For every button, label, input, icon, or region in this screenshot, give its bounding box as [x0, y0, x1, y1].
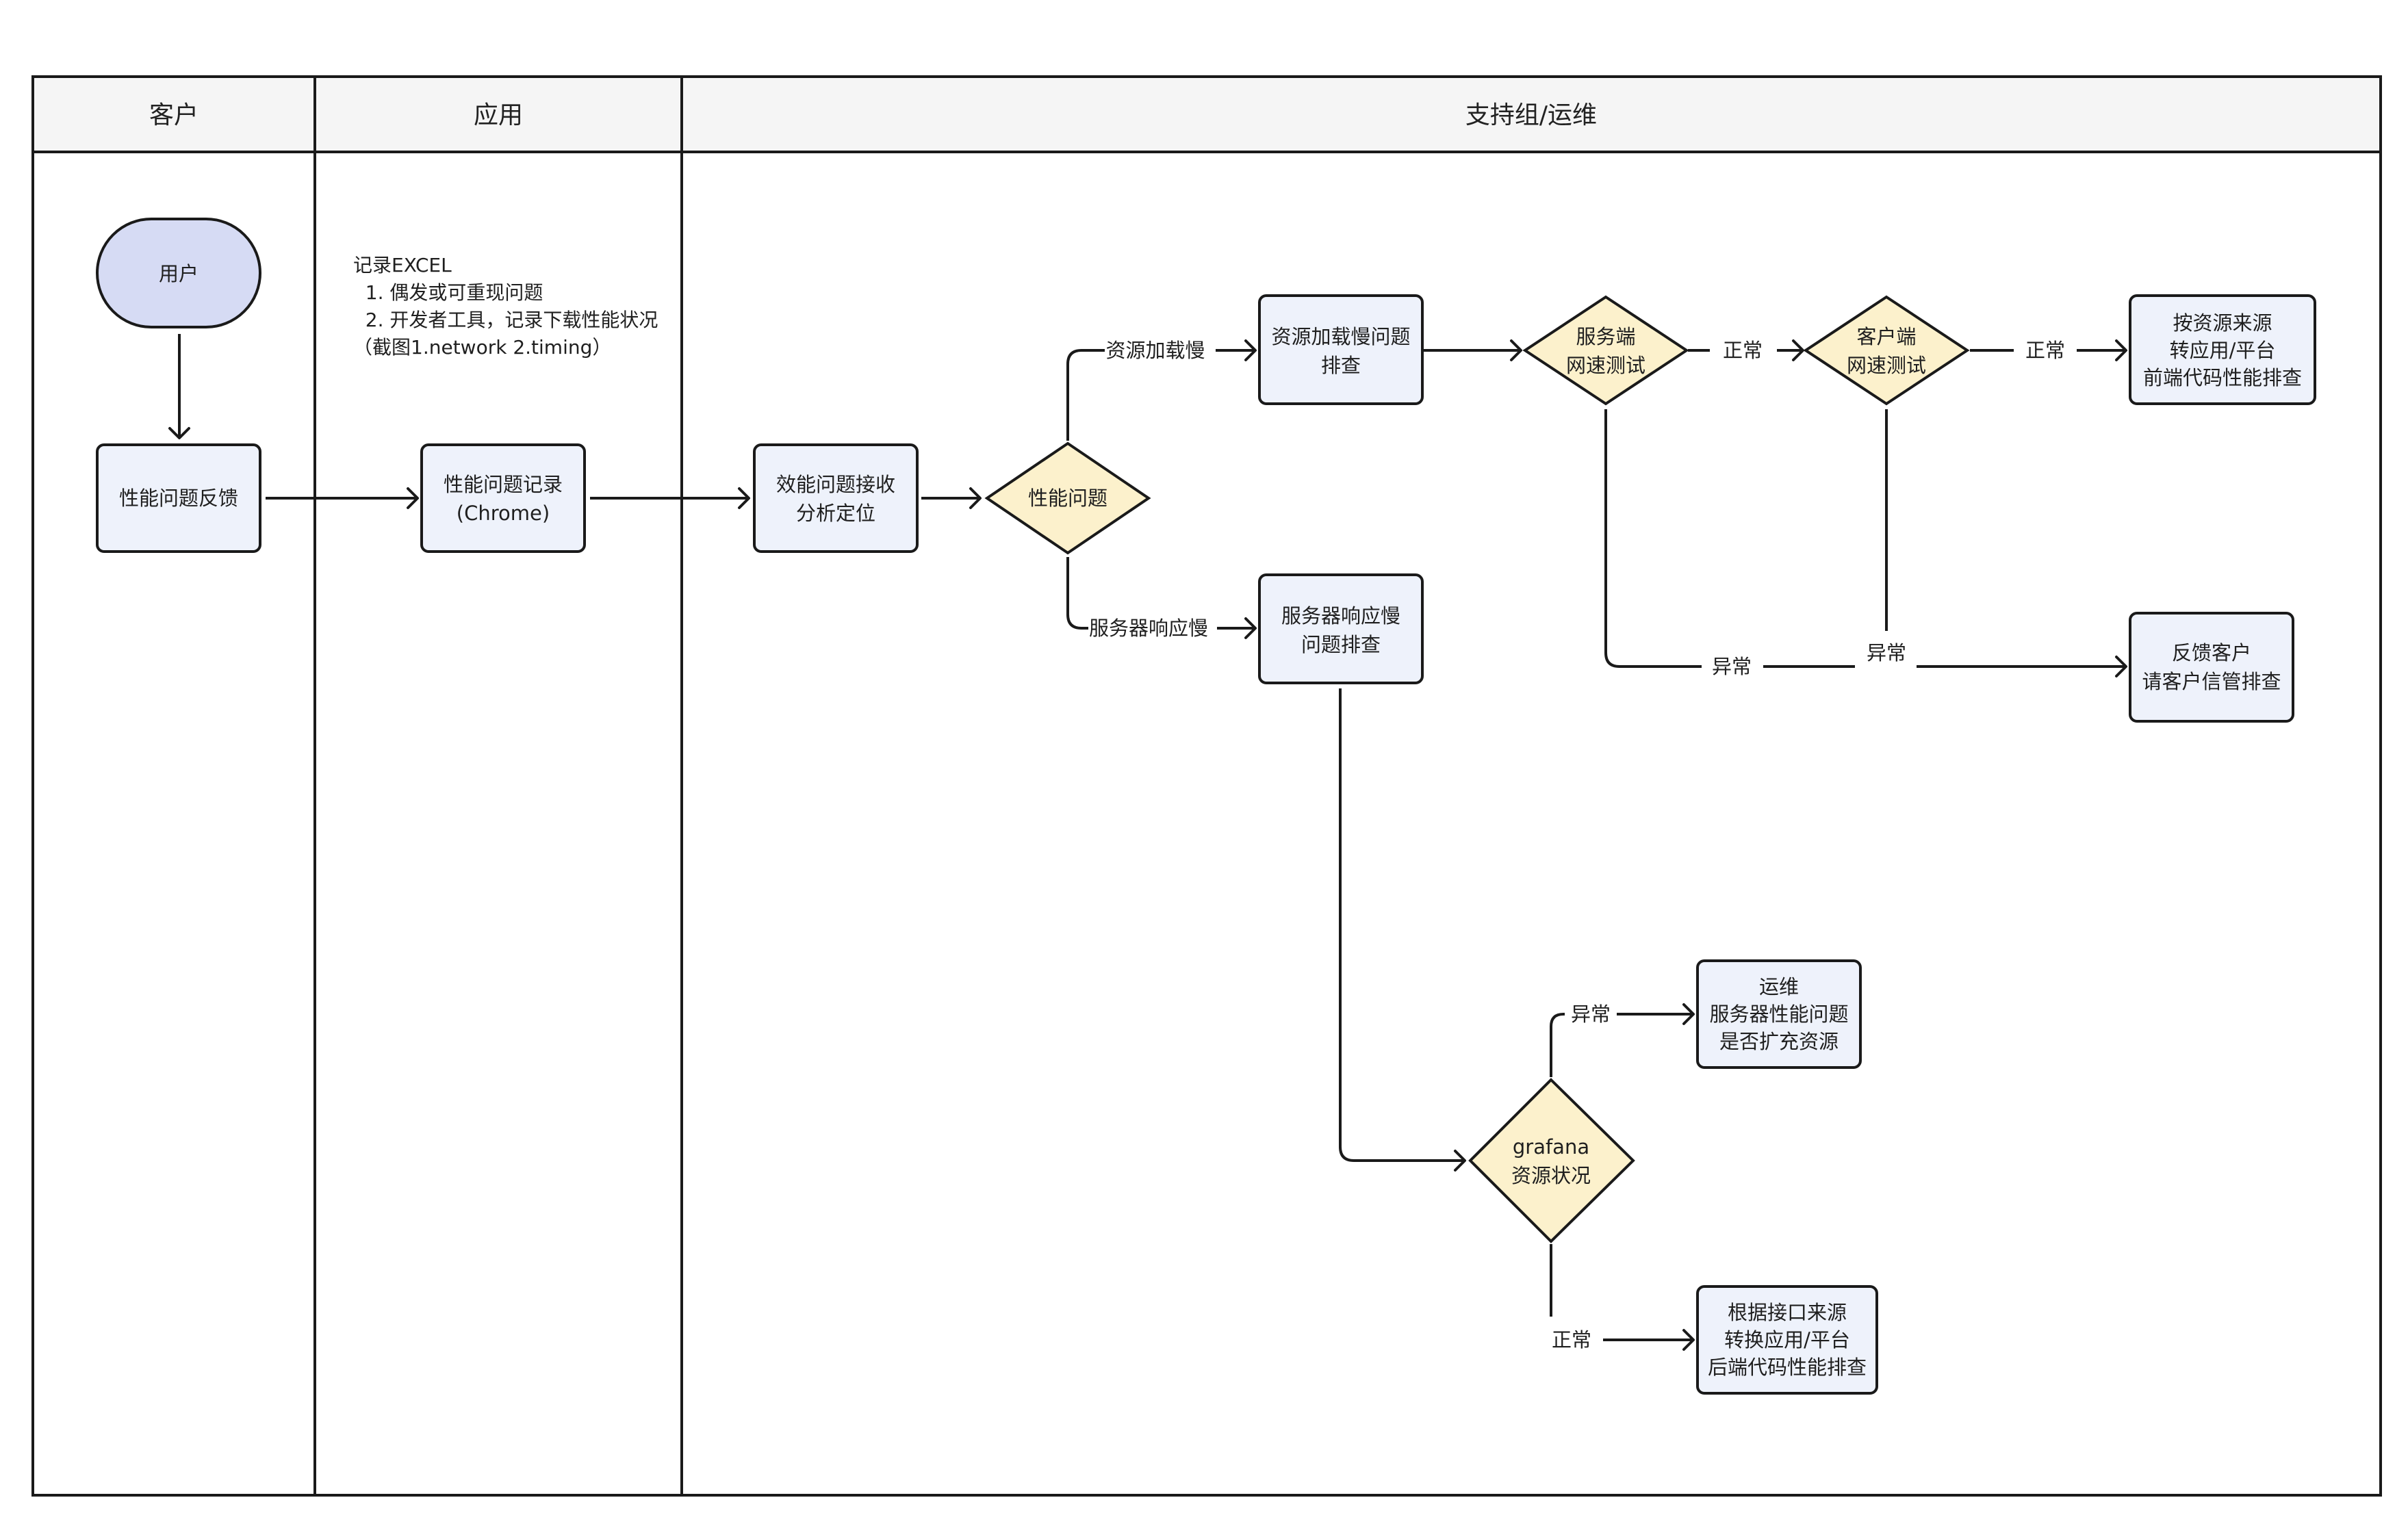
node-by-api-source: 根据接口来源 转换应用/平台 后端代码性能排查 — [1696, 1285, 1878, 1395]
node-server-speed-decision: 服务端 网速测试 — [1522, 295, 1689, 406]
node-label: grafana — [1513, 1135, 1589, 1159]
node-by-resource-source: 按资源来源 转应用/平台 前端代码性能排查 — [2129, 294, 2316, 405]
node-server-slow-check: 服务器响应慢 问题排查 — [1258, 573, 1424, 684]
node-label: (Chrome) — [457, 502, 550, 525]
edge-labels: 资源加载慢 服务器响应慢 正常 正常 异常 异常 异常 正常 — [1089, 339, 2065, 1352]
edge-label-normal: 正常 — [2025, 339, 2065, 362]
node-perf-record: 性能问题记录 (Chrome) — [420, 443, 586, 553]
node-user: 用户 — [96, 218, 261, 328]
lane-title-support: 支持组/运维 — [1465, 101, 1597, 129]
arrowhead — [2115, 656, 2127, 677]
node-client-speed-decision: 客户端 网速测试 — [1803, 295, 1970, 406]
node-perf-issue-decision: 性能问题 — [984, 441, 1151, 555]
node-feedback-customer: 反馈客户 请客户信管排查 — [2129, 612, 2294, 723]
node-label: 性能问题 — [1028, 487, 1107, 510]
arrowhead — [168, 427, 190, 439]
node-grafana-decision: grafana 资源状况 — [1468, 1078, 1635, 1243]
note-line: 2. 开发者工具，记录下载性能状况 — [353, 309, 658, 331]
note-line: （截图1.network 2.timing） — [353, 336, 611, 359]
node-label: 问题排查 — [1301, 633, 1381, 656]
node-label: 是否扩充资源 — [1719, 1030, 1839, 1053]
node-receive-analyze: 效能问题接收 分析定位 — [753, 443, 919, 553]
note-line: 1. 偶发或可重现问题 — [353, 281, 543, 304]
swimlane-frame — [31, 75, 2382, 1497]
node-ops-server: 运维 服务器性能问题 是否扩充资源 — [1696, 959, 1862, 1069]
arrowhead — [1244, 617, 1257, 639]
node-label: 网速测试 — [1566, 354, 1645, 377]
arrowhead — [2115, 339, 2127, 361]
arrowhead — [1682, 1329, 1695, 1351]
edges — [168, 334, 2127, 1351]
node-label: 资源状况 — [1511, 1164, 1591, 1187]
edge-server-speed-abnormal — [1604, 409, 1702, 668]
node-resource-slow-check: 资源加载慢问题 排查 — [1258, 294, 1424, 405]
node-label: 性能问题反馈 — [119, 487, 238, 510]
edge-server-check-to-grafana — [1339, 688, 1465, 1162]
arrowhead — [407, 487, 419, 509]
arrowhead — [738, 487, 750, 509]
node-label: 分析定位 — [796, 502, 875, 525]
node-label: 服务器性能问题 — [1709, 1003, 1848, 1026]
node-label: 转应用/平台 — [2170, 339, 2276, 362]
lane-title-customer: 客户 — [149, 101, 198, 129]
node-label: 转换应用/平台 — [1724, 1328, 1850, 1352]
lane-title-application: 应用 — [474, 101, 523, 129]
note-line: 记录EXCEL — [353, 254, 452, 276]
arrowhead — [1510, 339, 1522, 361]
edge-label-normal: 正常 — [1723, 339, 1763, 362]
node-label: 效能问题接收 — [776, 473, 895, 496]
node-label: 资源加载慢问题 — [1271, 325, 1410, 348]
node-label: 服务端 — [1576, 325, 1635, 348]
edge-label-abnormal: 异常 — [1867, 641, 1906, 664]
node-label: 服务器响应慢 — [1281, 604, 1400, 628]
edge-issue-to-resource-check — [1066, 349, 1105, 441]
node-label: 排查 — [1321, 354, 1361, 377]
node-perf-feedback: 性能问题反馈 — [96, 443, 261, 553]
node-label: 反馈客户 — [2172, 641, 2251, 664]
node-label: 前端代码性能排查 — [2143, 366, 2302, 389]
node-label: 运维 — [1759, 975, 1799, 998]
arrowhead — [1682, 1003, 1695, 1025]
arrowhead — [1454, 1150, 1466, 1172]
node-label: 按资源来源 — [2173, 311, 2272, 335]
node-label: 用户 — [159, 262, 198, 285]
node-label: 请客户信管排查 — [2142, 670, 2281, 693]
node-label: 客户端 — [1856, 325, 1916, 348]
arrowhead — [1244, 339, 1257, 361]
arrowhead — [1792, 339, 1804, 361]
node-label: 根据接口来源 — [1728, 1301, 1847, 1324]
node-label: 后端代码性能排查 — [1708, 1356, 1867, 1379]
edge-label-resource-slow: 资源加载慢 — [1105, 339, 1205, 362]
node-label: 性能问题记录 — [444, 473, 563, 496]
edge-label-server-slow: 服务器响应慢 — [1089, 617, 1208, 640]
edge-label-abnormal: 异常 — [1712, 655, 1752, 678]
arrowhead — [969, 487, 982, 509]
edge-label-abnormal: 异常 — [1571, 1003, 1611, 1026]
edge-label-normal: 正常 — [1552, 1328, 1591, 1352]
edge-grafana-to-ops — [1550, 1013, 1565, 1077]
node-label: 网速测试 — [1847, 354, 1926, 377]
edge-issue-to-server-check — [1066, 557, 1088, 630]
record-note: 记录EXCEL 1. 偶发或可重现问题 2. 开发者工具，记录下载性能状况 （截… — [353, 254, 658, 359]
